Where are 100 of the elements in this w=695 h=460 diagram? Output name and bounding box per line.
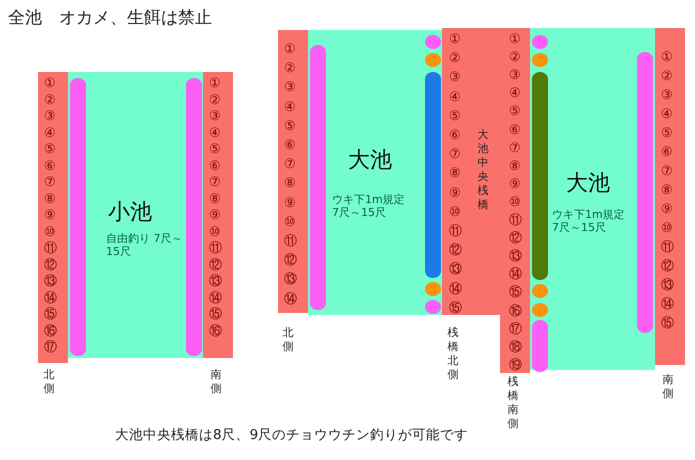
seat-number: ⑰ <box>44 340 57 355</box>
seat-number: ⑦ <box>509 140 521 156</box>
side-label: 北側 <box>282 326 294 354</box>
side-label: 南側 <box>210 368 222 396</box>
side-label: 南側 <box>662 373 674 401</box>
seat-number: ⑨ <box>209 208 221 223</box>
seat-number: ⑦ <box>661 164 673 179</box>
title: 全池 オカメ、生餌は禁止 <box>8 7 212 29</box>
seat-number: ③ <box>44 109 56 124</box>
seat-number: ⑥ <box>661 145 673 160</box>
seat-number: ① <box>449 32 461 47</box>
side-label: 北側 <box>43 368 55 396</box>
seat-number: ⑬ <box>661 278 674 293</box>
seat-number: ⑤ <box>661 126 673 141</box>
seat-number: ⑬ <box>209 274 222 289</box>
seat-number: ⑧ <box>661 183 673 198</box>
seat-number: ⑤ <box>509 104 521 120</box>
seat-number: ③ <box>661 88 673 103</box>
seat-number: ⑪ <box>44 241 57 256</box>
seat-number: ⑦ <box>284 157 296 172</box>
seat-number: ① <box>44 76 56 91</box>
seat-number: ⑥ <box>449 128 461 143</box>
seat-number: ⑪ <box>209 241 222 256</box>
seat-number: ⑬ <box>44 274 57 289</box>
side-label: 桟橋南側 <box>507 375 519 431</box>
seat-number: ⑮ <box>661 316 674 331</box>
seat-number: ⑫ <box>209 258 222 272</box>
seat-number: ⑪ <box>661 240 674 255</box>
seat-number: ⑩ <box>44 224 56 240</box>
seat-number: ⑨ <box>449 186 461 201</box>
seat-number: ⑪ <box>449 224 462 239</box>
seat-number: ② <box>449 51 461 66</box>
seat-number: ⑦ <box>449 147 461 162</box>
seat-number: ⑤ <box>284 118 296 134</box>
seat-number: ⑮ <box>509 285 522 300</box>
seat-number: ③ <box>449 70 461 86</box>
pond-name: 小池 <box>108 199 152 227</box>
seat-number: ⑨ <box>44 208 56 223</box>
seat-number: ① <box>661 50 673 65</box>
seat-number: ⑰ <box>509 322 522 337</box>
seat-number: ⑫ <box>284 253 297 268</box>
seat-number: ⑮ <box>449 300 462 316</box>
seat-number: ⑩ <box>509 194 521 210</box>
side-label: 桟橋北側 <box>447 326 459 382</box>
pier-name: 大池中央桟橋 <box>477 128 489 212</box>
seat-number: ⑩ <box>661 221 673 236</box>
pond-name: 大池 <box>566 170 610 198</box>
seat-number: ③ <box>284 80 296 96</box>
seat-number: ⑭ <box>209 290 222 306</box>
seat-number: ④ <box>449 90 461 105</box>
seat-number: ⑫ <box>449 243 462 258</box>
seat-number: ⑨ <box>661 202 673 217</box>
seat-number: ④ <box>44 126 56 140</box>
seat-number: ② <box>209 92 221 108</box>
seat-number: ⑧ <box>209 192 221 206</box>
seat-number: ⑦ <box>44 175 56 190</box>
seat-number: ② <box>284 61 296 76</box>
caption: 大池中央桟橋は8尺、9尺のチョウウチン釣りが可能です <box>115 426 468 444</box>
pond-rule: ウキ下1m規定 7尺～15尺 <box>552 208 626 234</box>
seat-number: ⑮ <box>44 307 57 322</box>
seat-number: ⑩ <box>449 204 461 220</box>
seat-number: ⑥ <box>509 122 521 138</box>
seat-number: ② <box>509 50 521 66</box>
seat-number: ⑧ <box>509 158 521 174</box>
seat-number: ⑤ <box>44 142 56 157</box>
seat-number: ⑥ <box>284 138 296 153</box>
seat-number: ⑧ <box>284 176 296 192</box>
seat-number: ⑭ <box>449 282 462 297</box>
seat-number: ③ <box>209 109 221 124</box>
seat-number: ⑫ <box>661 259 674 274</box>
seat-number: ⑨ <box>284 196 296 211</box>
seat-number: ⑫ <box>44 258 57 272</box>
seat-number: ⑧ <box>44 192 56 206</box>
seat-number: ② <box>661 69 673 84</box>
seat-number: ① <box>509 32 521 47</box>
seat-number: ⑭ <box>44 290 57 306</box>
seat-number: ④ <box>661 107 673 122</box>
seat-number: ④ <box>284 100 296 115</box>
seat-number: ③ <box>509 68 521 84</box>
seat-number: ⑮ <box>209 307 222 322</box>
pond-rule: 自由釣り 7尺～15尺 <box>106 232 184 258</box>
seat-number: ④ <box>509 86 521 102</box>
seat-number: ⑪ <box>284 234 297 249</box>
pond-rule: ウキ下1m規定 7尺～15尺 <box>332 193 406 219</box>
seat-number: ⑪ <box>509 213 522 228</box>
seat-number: ⑧ <box>449 166 461 182</box>
seat-number: ⑥ <box>44 158 56 174</box>
seat-number: ⑩ <box>284 214 296 230</box>
seat-number: ⑩ <box>209 224 221 240</box>
seat-number: ② <box>44 92 56 108</box>
seat-number: ⑥ <box>209 158 221 174</box>
seat-number: ⑭ <box>661 297 674 312</box>
seat-number: ⑲ <box>509 358 522 373</box>
seat-number: ⑭ <box>509 267 522 282</box>
seat-number: ⑨ <box>509 176 521 192</box>
seat-number: ⑦ <box>209 175 221 190</box>
seat-number: ⑤ <box>449 108 461 124</box>
seat-number: ① <box>209 76 221 91</box>
seat-number: ⑯ <box>509 304 522 318</box>
seat-number: ⑬ <box>509 249 522 264</box>
